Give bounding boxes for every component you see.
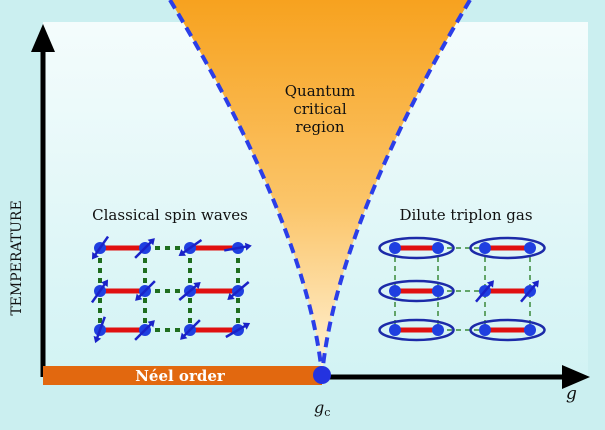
neel-order-bar bbox=[43, 366, 322, 385]
spin-arrow-shaft bbox=[520, 281, 539, 303]
spin-arrow-icon bbox=[531, 280, 539, 288]
spin-arrow-icon bbox=[193, 282, 201, 290]
classical-label: Classical spin waves bbox=[92, 206, 248, 224]
spin-arrow-shaft bbox=[475, 281, 494, 303]
y-axis-label: TEMPERATURE bbox=[9, 200, 25, 315]
triplon-lattice bbox=[378, 236, 546, 342]
spin-arrow-shaft bbox=[134, 321, 154, 341]
spin-arrow-shaft bbox=[223, 244, 250, 252]
spin-arrow-icon bbox=[147, 238, 155, 246]
spin-arrow-shaft bbox=[228, 281, 250, 300]
spin-site bbox=[524, 242, 536, 254]
spin-site bbox=[479, 324, 491, 336]
spin-arrow-icon bbox=[93, 335, 102, 344]
spin-arrow-icon bbox=[242, 322, 251, 330]
gc-label: gc bbox=[314, 398, 330, 419]
spin-arrow-shaft bbox=[181, 319, 201, 339]
y-axis-arrow-icon bbox=[31, 24, 55, 52]
spin-arrow-icon bbox=[227, 292, 235, 300]
spin-site bbox=[479, 242, 491, 254]
x-axis-label: g bbox=[566, 384, 577, 404]
spin-arrow-shaft bbox=[136, 280, 156, 300]
spin-arrow-icon bbox=[244, 242, 252, 251]
singlet-ring bbox=[378, 279, 455, 303]
spin-arrow-shaft bbox=[134, 239, 154, 259]
spin-site bbox=[389, 324, 401, 336]
spin-arrow-shaft bbox=[94, 316, 106, 341]
left-crossover-line bbox=[168, 0, 324, 376]
spin-arrow-icon bbox=[178, 249, 186, 257]
spin-arrow-shaft bbox=[178, 282, 200, 301]
spin-site bbox=[389, 242, 401, 254]
spin-arrow-icon bbox=[180, 332, 188, 340]
spin-arrow-icon bbox=[147, 320, 155, 328]
spin-site bbox=[432, 242, 444, 254]
spin-arrow-icon bbox=[101, 279, 109, 287]
singlet-ring bbox=[469, 318, 546, 342]
qc-label-3: region bbox=[295, 118, 344, 136]
spin-arrow-shaft bbox=[225, 323, 249, 339]
spin-site bbox=[432, 324, 444, 336]
spin-arrow-shaft bbox=[92, 235, 110, 258]
spin-arrow-icon bbox=[486, 280, 494, 288]
triplon-label: Dilute triplon gas bbox=[399, 206, 532, 224]
neel-order-label: Néel order bbox=[135, 367, 226, 385]
spin-arrow-icon bbox=[91, 252, 99, 260]
classical-lattice bbox=[90, 235, 252, 344]
quantum-critical-fan bbox=[170, 0, 470, 375]
spin-arrow-shaft bbox=[90, 281, 108, 304]
spin-site bbox=[389, 285, 401, 297]
x-axis-arrow-icon bbox=[562, 365, 590, 389]
spin-site bbox=[432, 285, 444, 297]
spin-arrow-shaft bbox=[180, 238, 203, 256]
singlet-ring bbox=[378, 236, 455, 260]
singlet-ring bbox=[469, 236, 546, 260]
spin-arrow-icon bbox=[135, 293, 143, 301]
right-crossover-line bbox=[320, 0, 472, 376]
qc-label-1: Quantum bbox=[285, 82, 355, 100]
quantum-critical-point bbox=[313, 366, 331, 384]
spin-site bbox=[524, 324, 536, 336]
qc-label-2: critical bbox=[293, 100, 347, 118]
singlet-ring bbox=[378, 318, 455, 342]
